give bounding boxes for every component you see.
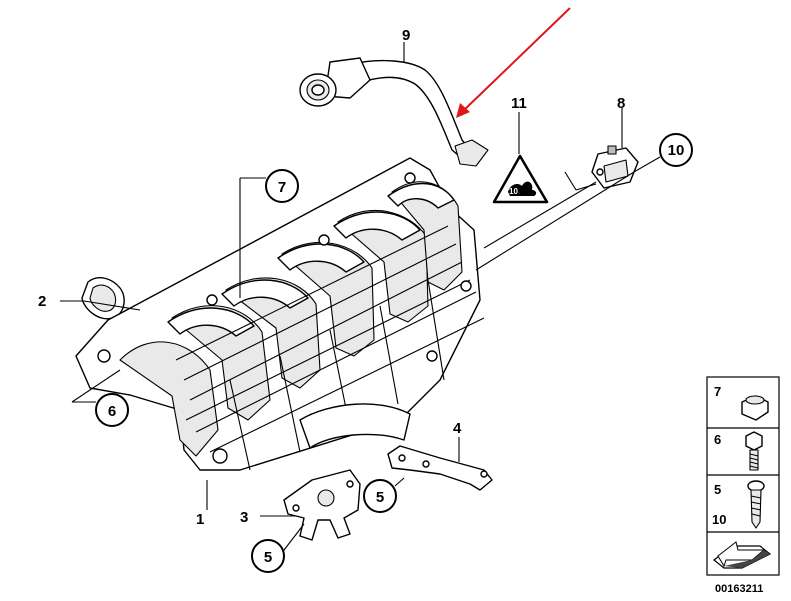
legend-label-7: 7 [714,384,721,399]
legend-label-10: 10 [712,512,726,527]
hex-bolt-icon [745,431,763,471]
svg-text:10: 10 [509,187,518,196]
torx-screw-icon [747,480,765,529]
bracket-part-3 [283,469,361,541]
leader-lines [60,42,661,555]
callout-1: 1 [196,511,204,528]
callout-5-bracket-4: 5 [363,479,397,513]
callout-5a-label: 5 [376,489,384,506]
sensor-part-8 [591,145,639,189]
callout-7-label: 7 [278,179,286,196]
callout-5b-label: 5 [264,549,272,566]
callout-8: 8 [617,95,625,112]
callout-5-bracket-3: 5 [251,539,285,573]
callout-11: 11 [511,95,527,112]
nut-icon [741,395,769,421]
front-direction-arrow-icon [713,541,772,569]
legend-label-6: 6 [714,432,721,447]
callout-10: 10 [659,133,693,167]
gasket-part-2 [81,277,125,320]
callout-6: 6 [95,393,129,427]
intake-manifold-part-1 [75,157,485,471]
bracket-part-4 [387,445,493,491]
callout-10-label: 10 [668,142,685,159]
callout-9: 9 [402,27,410,44]
diagram-id: 00163211 [715,583,763,595]
red-pointer-arrow [456,7,571,118]
callout-4: 4 [453,420,462,437]
warning-triangle-part-11: 10 [492,154,549,204]
callout-2: 2 [38,293,46,310]
callout-7: 7 [265,169,299,203]
callout-6-label: 6 [108,403,116,420]
fastener-legend: 7 6 5 10 [706,376,780,576]
breather-hose-part-9 [299,57,489,167]
callout-3: 3 [240,509,248,526]
legend-label-5: 5 [714,482,721,497]
